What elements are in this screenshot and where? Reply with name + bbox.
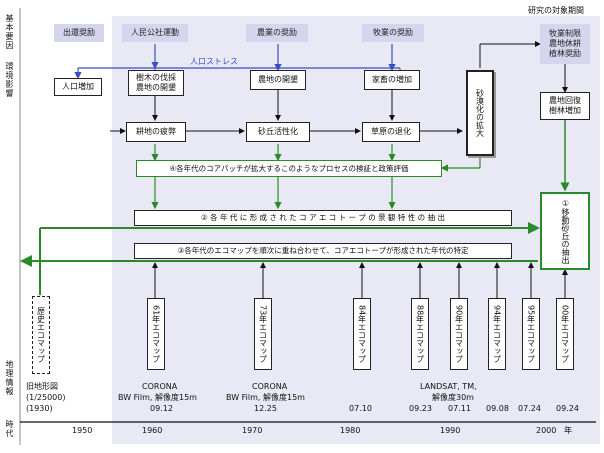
farmland-development-box: 農地の開墾 bbox=[250, 70, 306, 90]
farm-promotion-box: 農業の奨励 bbox=[246, 24, 308, 42]
tick-1950: 1950 bbox=[72, 426, 93, 435]
old-map-scale: (1/25000) bbox=[26, 393, 66, 402]
ecomap-1984: 84年エコマップ bbox=[353, 298, 371, 370]
axis-unit: 年 bbox=[564, 426, 572, 435]
date-1995: 07.24 bbox=[518, 404, 541, 413]
population-stress-label: 人口ストレス bbox=[190, 57, 238, 66]
ecomap-1990: 90年エコマップ bbox=[450, 298, 468, 370]
old-map-label: 旧地形図 bbox=[26, 382, 58, 391]
recovery-box: 農地回復 樹林増加 bbox=[540, 92, 590, 120]
tree-cutting-box: 樹木の伐採 農地の開墾 bbox=[128, 70, 184, 96]
grassland-degradation-box: 草原の退化 bbox=[362, 122, 420, 142]
reclamation-policy-box: 出還奨励 bbox=[54, 24, 104, 42]
tick-2000: 2000 bbox=[536, 426, 557, 435]
row-label-environment: 環境影響 bbox=[5, 62, 14, 98]
livestock-promotion-box: 牧業の奨励 bbox=[362, 24, 424, 42]
study-period-area bbox=[112, 16, 600, 444]
tick-1980: 1980 bbox=[340, 426, 361, 435]
step4-process-verification-box: ④各年代のコアパッチが拡大するこのようなプロセスの検証と政策評価 bbox=[136, 160, 442, 177]
date-1988: 09.23 bbox=[409, 404, 432, 413]
corona1-label: CORONA bbox=[142, 382, 178, 391]
step2-landscape-extraction-box: ② 各 年 代 に 形 成 さ れ た コ ア エ コ ト ー プ の 景 観 … bbox=[134, 210, 512, 226]
farmland-exhaustion-box: 耕地の疲弊 bbox=[126, 122, 186, 142]
desertification-box: 砂漠化の拡大 bbox=[466, 70, 494, 156]
population-growth-box: 人口増加 bbox=[54, 78, 102, 96]
tick-1990: 1990 bbox=[440, 426, 461, 435]
history-ecomap-box: 歴史エコマップ bbox=[32, 296, 50, 374]
row-label-era: 時代 bbox=[5, 420, 14, 438]
date-2000: 09.24 bbox=[556, 404, 579, 413]
step1-moving-dune-box: ①移動砂丘の抽出 bbox=[540, 192, 590, 270]
date-1994: 09.08 bbox=[486, 404, 509, 413]
ecomap-1994: 94年エコマップ bbox=[488, 298, 506, 370]
ecomap-1961: 61年エコマップ bbox=[147, 298, 165, 370]
ecomap-1988: 88年エコマップ bbox=[411, 298, 429, 370]
corona1-film: BW Film, 解像度15m bbox=[118, 393, 197, 402]
landsat-resolution: 解像度30m bbox=[432, 393, 474, 402]
ecomap-1973: 73年エコマップ bbox=[254, 298, 272, 370]
date-1990: 07.11 bbox=[448, 404, 471, 413]
date-1984: 07.10 bbox=[349, 404, 372, 413]
tick-1970: 1970 bbox=[242, 426, 263, 435]
step3-overlay-box: ③各年代のエコマップを順次に重ね合わせて、コアエコトープが形成された年代の特定 bbox=[134, 243, 512, 259]
corona2-date: 12.25 bbox=[254, 404, 277, 413]
ecomap-2000: 00年エコマップ bbox=[556, 298, 574, 370]
policy-restriction-box: 牧業制限 農地休耕 植林奨励 bbox=[540, 24, 590, 64]
tick-1960: 1960 bbox=[142, 426, 163, 435]
ecomap-1995: 95年エコマップ bbox=[522, 298, 540, 370]
row-label-geo: 地理情報 bbox=[5, 360, 14, 396]
landsat-label: LANDSAT, TM, bbox=[420, 382, 477, 391]
study-period-label: 研究の対象期間 bbox=[528, 6, 584, 15]
corona1-date: 09.12 bbox=[150, 404, 173, 413]
corona2-film: BW Film, 解像度15m bbox=[226, 393, 305, 402]
livestock-increase-box: 家畜の増加 bbox=[364, 70, 420, 90]
old-map-year: (1930) bbox=[26, 404, 53, 413]
corona2-label: CORONA bbox=[252, 382, 288, 391]
row-label-factors: 基本要因 bbox=[5, 14, 14, 50]
dune-activation-box: 砂丘活性化 bbox=[246, 122, 310, 142]
commune-movement-box: 人民公社運動 bbox=[122, 24, 188, 42]
